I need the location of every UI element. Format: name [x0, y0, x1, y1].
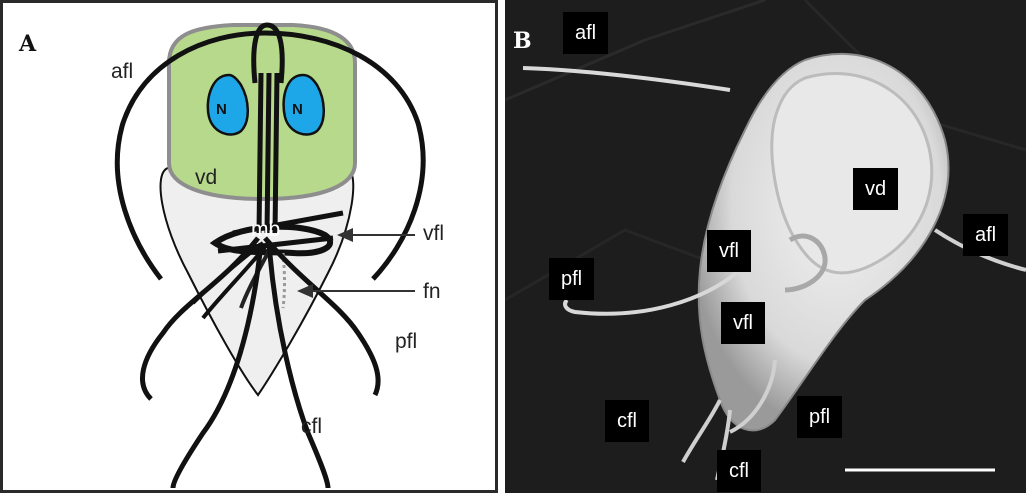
- label-cfl: cfl: [301, 416, 322, 437]
- label-pfl: pfl: [395, 331, 417, 352]
- panel-letter-b: B: [513, 28, 532, 54]
- label-afl-right: afl: [963, 214, 1008, 256]
- label-pfl-bottom: pfl: [797, 396, 842, 438]
- label-afl-top: afl: [563, 12, 608, 54]
- nucleus-left: [208, 75, 248, 135]
- label-afl: afl: [111, 61, 133, 82]
- label-fn: fn: [423, 281, 441, 302]
- label-cfl-left: cfl: [605, 400, 649, 442]
- label-pfl-left: pfl: [549, 258, 594, 300]
- label-vd: vd: [195, 167, 217, 188]
- panel-a-schematic: A N N afl vd mb vfl fn pfl cfl: [0, 0, 498, 493]
- nucleus-label-right: N: [292, 101, 303, 118]
- label-vd: vd: [853, 168, 898, 210]
- giardia-schematic: [3, 3, 495, 490]
- label-vfl-lower: vfl: [721, 302, 765, 344]
- nucleus-label-left: N: [216, 101, 227, 118]
- sem-image: [505, 0, 1026, 493]
- label-cfl-bottom: cfl: [717, 450, 761, 492]
- label-mb: mb: [251, 219, 280, 240]
- panel-letter-a: A: [19, 31, 36, 57]
- panel-b-sem-micrograph: B afl vd afl pfl vfl vfl cfl pfl cfl: [505, 0, 1026, 493]
- label-vfl: vfl: [423, 223, 444, 244]
- label-vfl-upper: vfl: [707, 230, 751, 272]
- nucleus-right: [284, 75, 324, 135]
